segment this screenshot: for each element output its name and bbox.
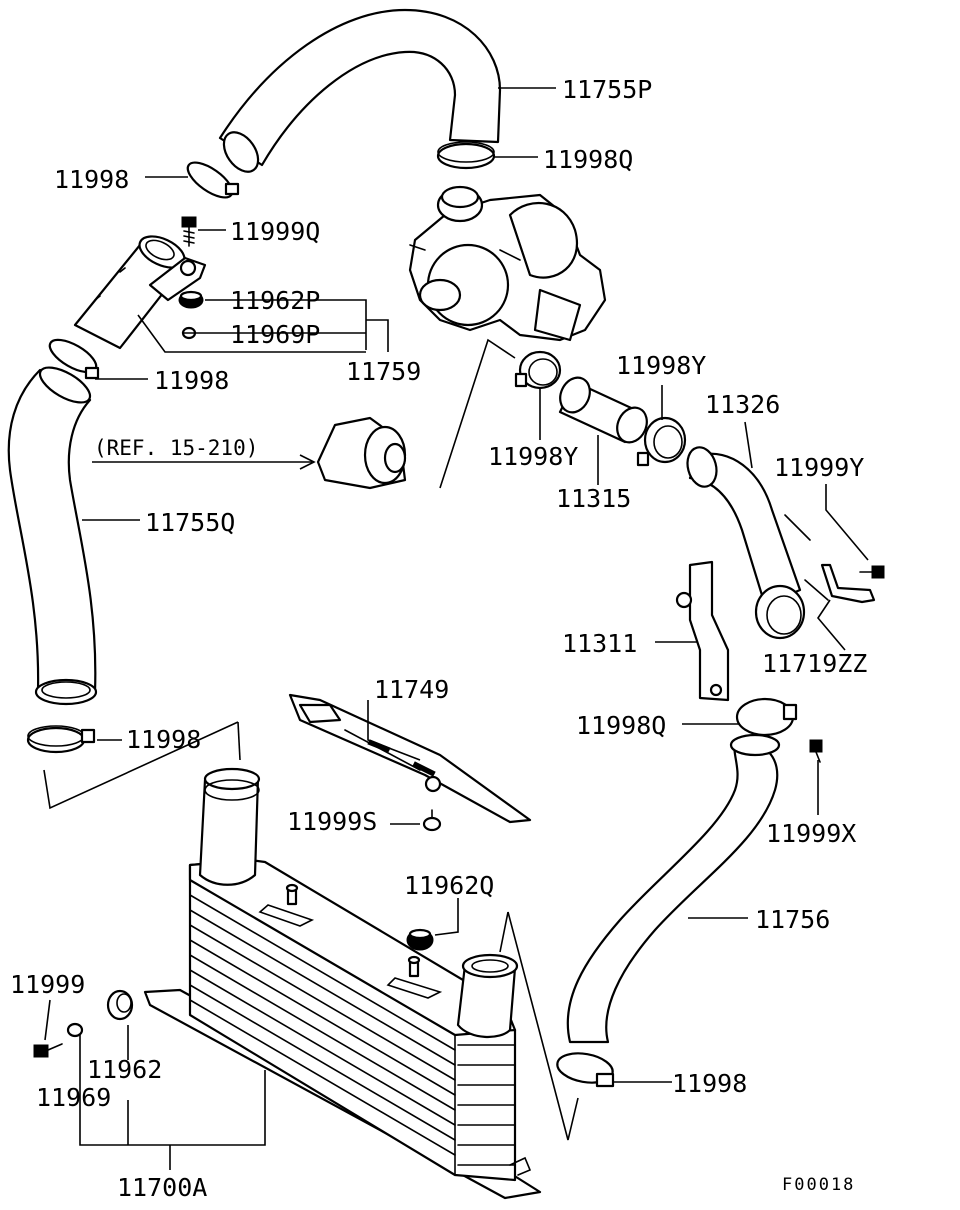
grommet-11962P bbox=[178, 290, 204, 309]
bolt-11999 bbox=[33, 1043, 63, 1058]
leader-lines bbox=[43, 87, 869, 1170]
pipe-11315 bbox=[558, 376, 648, 444]
clamp-11998-c bbox=[26, 725, 96, 754]
label-11700A: 11700A bbox=[117, 1173, 207, 1202]
label-11755Q: 11755Q bbox=[145, 508, 235, 537]
cover-11749 bbox=[288, 693, 532, 824]
clamp-11998Y-a bbox=[514, 350, 562, 390]
label-11759: 11759 bbox=[346, 357, 421, 386]
label-11749: 11749 bbox=[374, 675, 449, 704]
label-11962: 11962 bbox=[87, 1055, 162, 1084]
label-11999Y: 11999Y bbox=[774, 453, 864, 482]
label-11998-a: 11998 bbox=[54, 165, 129, 194]
clamp-11998Y-b bbox=[636, 416, 687, 467]
label-11969: 11969 bbox=[36, 1083, 111, 1112]
hose-11755P bbox=[218, 8, 502, 173]
label-11969P: 11969P bbox=[230, 320, 320, 349]
label-11326: 11326 bbox=[705, 390, 780, 419]
intercooler-11700A bbox=[143, 767, 542, 1200]
clamp-11998-a bbox=[186, 161, 240, 199]
label-11756: 11756 bbox=[755, 905, 830, 934]
label-11998-b: 11998 bbox=[154, 366, 229, 395]
label-11962Q: 11962Q bbox=[404, 871, 494, 900]
part-labels: 11755P 11998Q 11998 11999Q 11962P 11969P… bbox=[10, 75, 867, 1202]
label-11998Q-top: 11998Q bbox=[543, 145, 633, 174]
label-ref: (REF. 15-210) bbox=[94, 436, 258, 460]
label-11999: 11999 bbox=[10, 970, 85, 999]
label-11998-c: 11998 bbox=[126, 725, 201, 754]
label-11311: 11311 bbox=[562, 629, 637, 658]
bracket-11719ZZ bbox=[820, 563, 876, 604]
bolt-11999Y bbox=[859, 565, 885, 579]
hose-11755Q bbox=[7, 366, 98, 706]
label-11962P: 11962P bbox=[230, 286, 320, 315]
clamp-11998Q-top bbox=[436, 141, 496, 170]
label-11719ZZ: 11719ZZ bbox=[762, 649, 867, 678]
label-11999X: 11999X bbox=[766, 819, 856, 848]
bracket-11311 bbox=[675, 560, 730, 702]
label-figure-code: F00018 bbox=[782, 1175, 855, 1195]
ref-connector bbox=[316, 416, 407, 490]
grommet-11962Q bbox=[406, 928, 434, 951]
clamp-11998-b bbox=[48, 338, 100, 380]
clamp-11998Q-mid bbox=[735, 697, 798, 737]
bolt-11999Q bbox=[181, 216, 197, 247]
label-11998Y-a: 11998Y bbox=[616, 351, 706, 380]
turbocharger bbox=[408, 185, 607, 342]
label-11999Q: 11999Q bbox=[230, 217, 320, 246]
label-11999S: 11999S bbox=[287, 807, 377, 836]
grommet-11962 bbox=[106, 989, 134, 1021]
pipe-11326 bbox=[686, 446, 829, 640]
label-11998Y-b: 11998Y bbox=[488, 442, 578, 471]
bolt-11999S bbox=[422, 809, 442, 832]
label-11998-d: 11998 bbox=[672, 1069, 747, 1098]
label-11998Q-mid: 11998Q bbox=[576, 711, 666, 740]
pipe-11759 bbox=[73, 235, 207, 350]
label-11315: 11315 bbox=[556, 484, 631, 513]
clamp-11998-d bbox=[556, 1052, 615, 1088]
hose-11756 bbox=[566, 733, 781, 1044]
label-11755P: 11755P bbox=[562, 75, 652, 104]
washer-11969 bbox=[66, 1022, 84, 1038]
bolt-11999X bbox=[809, 739, 823, 763]
washer-11969P bbox=[181, 326, 197, 340]
